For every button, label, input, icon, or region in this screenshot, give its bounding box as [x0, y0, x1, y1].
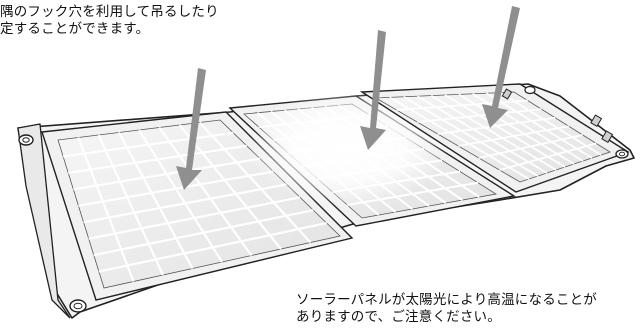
cell-grid-line [472, 93, 584, 162]
cell-grid-line [444, 94, 566, 168]
heat-caption-line-1: ソーラーパネルが太陽光により高温になることが [296, 292, 597, 308]
hook-hole-icon [18, 134, 34, 146]
heat-warning-caption: ソーラーパネルが太陽光により高温になることが ありますので、ご注意ください。 [296, 292, 597, 326]
cell-grid-line [485, 92, 593, 159]
cell-grid-line [62, 131, 234, 158]
edge-clip [590, 114, 603, 128]
hanging-instruction-caption: 隅のフック穴を利用して吊るしたり 定することができます。 [0, 4, 219, 38]
cell-grid-line [437, 116, 556, 135]
cell-grid-line [198, 121, 312, 244]
cell-grid-line [417, 108, 542, 123]
cell-grid-line [416, 95, 548, 174]
cell-grid-line [93, 209, 314, 257]
cell-grid-line [138, 129, 223, 263]
cell-grid-line [78, 170, 274, 207]
left-edge-flap [17, 123, 71, 319]
hanging-caption-line-2: 定することができます。 [0, 21, 150, 37]
cell-grid-line [389, 96, 530, 180]
sun-glare [248, 90, 448, 206]
cell-grid-line [178, 124, 282, 250]
cell-grid-line [117, 131, 194, 270]
cell-grid-line [458, 93, 575, 165]
arrow-down-icon [360, 30, 386, 150]
solar-panel-right [359, 83, 630, 193]
hanging-caption-line-1: 隅のフック穴を利用して吊るしたり [0, 4, 219, 20]
cell-grid-line [68, 144, 247, 174]
solar-panel-middle [228, 90, 516, 227]
cell-grid-line [98, 222, 327, 273]
arrow-down-icon [176, 68, 206, 190]
cell-grid-line [97, 134, 164, 276]
cell-grid-line [478, 133, 583, 159]
cell-grid-line [158, 126, 253, 257]
cell-grid-line [403, 96, 539, 177]
cell-grid-line [499, 91, 602, 156]
hook-hole-icon [69, 299, 87, 313]
cell-grid-line [73, 157, 261, 191]
cell-grid-line [430, 94, 557, 171]
cell-grid-line [458, 125, 570, 147]
arrow-down-icon [482, 6, 520, 128]
cell-grid-line [88, 196, 301, 240]
edge-clip [601, 130, 614, 144]
cell-grid-line [499, 142, 597, 171]
cell-grid-line [77, 137, 135, 282]
solar-panel-left [41, 111, 354, 301]
cell-grid-line [83, 183, 287, 224]
edge-clip [501, 88, 513, 100]
hook-hole-icon [615, 149, 629, 159]
hook-hole-icon [524, 85, 536, 95]
cell-grid-line [396, 99, 528, 111]
heat-caption-line-2: ありますので、ご注意ください。 [296, 309, 501, 325]
